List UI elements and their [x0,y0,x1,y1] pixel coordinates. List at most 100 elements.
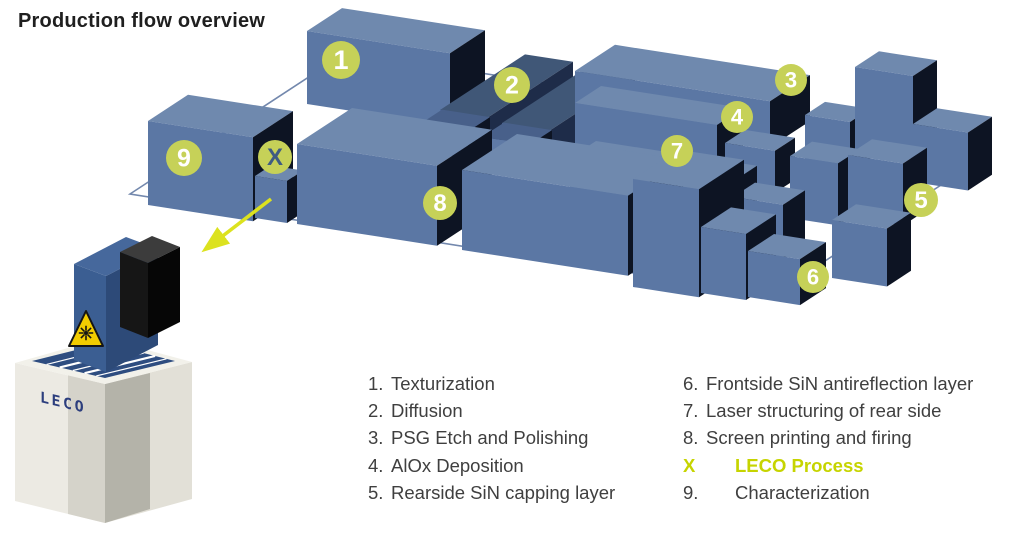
leco-process-block [255,165,303,223]
machine-base-shading-left [68,375,105,523]
block-side-face [968,116,992,191]
rear-line-tall-block [855,51,937,159]
block-front-face [148,121,253,222]
solar-cell-busbar [96,358,167,377]
legend-item-4: 4. AlOx Deposition [368,452,683,479]
step-marker-4: 4 [721,101,753,133]
legend-item-label: AlOx Deposition [391,454,524,476]
block-front-face [701,227,746,300]
step-marker-label: 7 [671,139,683,164]
step-marker-6: 6 [797,261,829,293]
step-marker-8: 8 [423,186,457,220]
block-side-face [887,212,911,287]
step-marker-1: 1 [322,41,360,79]
step-marker-circle [797,261,829,293]
scan-head-front-face [120,252,148,338]
step-marker-X: X [258,140,292,174]
machine-base-shading-right [105,373,150,523]
block-top-face [701,207,776,234]
scan-head-side-face [148,247,180,338]
legend-item-label: Frontside SiN antireflection layer [706,373,974,394]
legend-item-number: 2. [368,400,384,422]
legend-item-label: Rearside SiN capping layer [391,481,616,503]
step-marker-circle [258,140,292,174]
legend-item-number: 3. [368,427,384,449]
step-marker-circle [661,135,693,167]
step-marker-5: 5 [904,183,938,217]
block-front-face [855,67,913,159]
step-marker-label: 8 [433,190,446,217]
block-top-face [575,86,743,125]
block-top-face [575,44,810,102]
step-marker-circle [904,183,938,217]
step-marker-7: 7 [661,135,693,167]
block-top-face [790,141,860,164]
legend-item-2: 2.Diffusion [368,397,683,424]
block-top-face [748,234,826,260]
block-top-face [725,129,795,151]
block-top-face [855,51,937,76]
block-top-face [805,101,870,122]
step-marker-circle [166,140,202,176]
step-marker-label: 5 [914,187,927,214]
legend-item-number: 7. [683,400,699,422]
step-marker-label: 6 [807,265,819,290]
legend-item-label: Screen printing and firing [706,427,912,449]
laser-burst-center [84,331,88,335]
step-marker-label: X [267,144,283,171]
step-marker-circle [721,101,753,133]
legend-item-label: PSG Etch and Polishing [391,427,589,449]
block-front-face [748,251,800,306]
legend-item-9: 9. Characterization [683,479,1024,506]
legend-item-number: 8. [683,427,699,449]
legend-item-number: X [683,454,696,476]
step-marker-label: 9 [177,145,191,173]
step-marker-2: 2 [494,67,530,103]
legend-item-number: 9. [683,481,699,503]
legend-item-label: Characterization [735,481,870,503]
step-marker-circle [775,64,807,96]
step-marker-3: 3 [775,64,807,96]
page-title: Production flow overview [18,10,266,32]
block-top-face [307,8,485,54]
block-top-face [913,108,992,133]
step-marker-label: 3 [785,68,797,93]
block-front-face [633,179,699,298]
legend-item-number: 4. [368,454,384,476]
block-top-face [297,108,492,166]
scan-head-top-face [120,236,180,263]
block-top-face [148,94,293,138]
legend-column-right: 6. Frontside SiN antireflection layer 7.La… [683,370,1024,506]
legend-item-6: 6. Frontside SiN antireflection layer [683,370,1024,397]
step-marker-circle [494,67,530,103]
block-front-face [832,220,887,287]
step-marker-circle [322,41,360,79]
legend-item-number: 1. [368,373,384,394]
block-top-face [848,139,927,164]
legend-item-1: 1.Texturization [368,370,683,397]
step-marker-circle [423,186,457,220]
legend-item-8: 8. Screen printing and firing [683,424,1024,451]
legend-item-3: 3. PSG Etch and Polishing [368,424,683,451]
step-marker-9: 9 [166,140,202,176]
legend-item-7: 7.Laser structuring of rear side [683,397,1024,424]
step-marker-label: 4 [731,105,744,130]
block-front-face [297,144,437,246]
legend-item-number: 6. [683,373,699,394]
laser-burst-glyph [78,325,94,341]
block-top-face [633,149,744,190]
legend-item-label: LECO Process [735,454,864,476]
step-marker-label: 1 [333,45,348,75]
block-front-face [462,170,628,276]
block-top-face [733,182,805,205]
legend-item-X: X LECO Process [683,452,1024,479]
legend-item-number: 5. [368,481,384,503]
leco-arrow [201,197,273,253]
front-line-block-4 [832,204,911,287]
block-top-face [832,204,911,229]
legend-item-5: 5. Rearside SiN capping layer [368,479,683,506]
step-marker-label: 2 [505,72,519,100]
